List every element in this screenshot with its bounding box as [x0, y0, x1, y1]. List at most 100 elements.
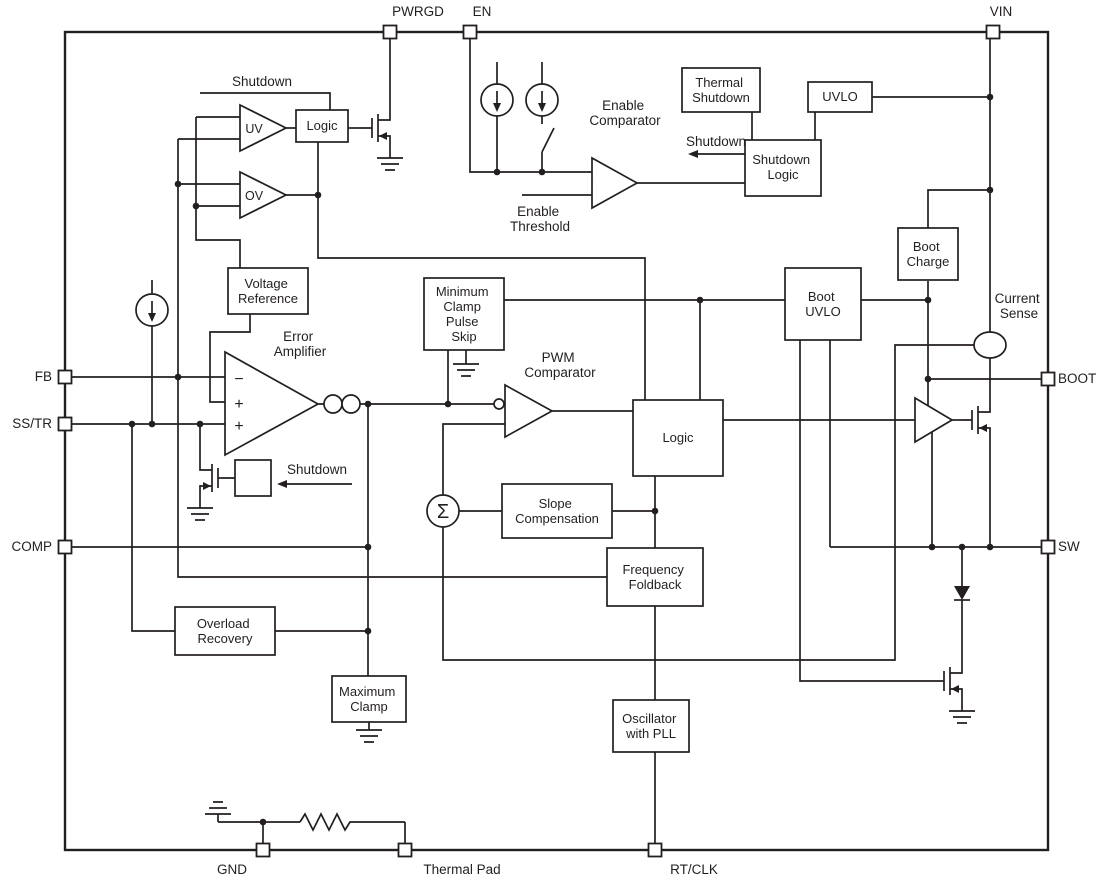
svg-text:Oscillator with PLL: Oscillator with PLL [622, 711, 680, 741]
svg-text:Thermal Shutdown: Thermal Shutdown [692, 75, 750, 105]
svg-text:Frequency Foldback: Frequency Foldback [622, 562, 687, 592]
wire-ssfet [199, 424, 235, 479]
junction-dots [128, 93, 994, 826]
current-sense-element [973, 331, 1007, 359]
pin-sstr [57, 416, 73, 432]
wire-overload-recovery [131, 424, 368, 632]
wire-vref-to-erramp [209, 314, 251, 403]
svg-text:Shutdown Logic: Shutdown Logic [752, 152, 813, 182]
resistor [299, 812, 358, 832]
wire-bootcharge-vin [927, 189, 990, 228]
pin-vin [985, 24, 1001, 40]
block-minimum-clamp: Minimum Clamp Pulse Skip [423, 277, 505, 351]
svg-text:Boot Charge: Boot Charge [907, 239, 950, 269]
ground-icon [355, 721, 383, 743]
pin-label-vin: VIN [990, 4, 1013, 19]
pin-label-en: EN [473, 4, 492, 19]
label-pwm-comparator: PWM Comparator [524, 350, 596, 380]
svg-text:+: + [234, 418, 243, 435]
label-shutdown-pwrgd: Shutdown [232, 74, 292, 89]
pin-label-boot: BOOT [1058, 371, 1096, 386]
svg-text:OV: OV [245, 189, 264, 203]
wire-bottom-gnd-net [218, 821, 406, 843]
pwrgd-mosfet-icon [361, 105, 391, 151]
label-shutdown-broadcast: Shutdown [686, 134, 746, 149]
pin-fb [57, 369, 73, 385]
wires [72, 39, 1042, 843]
svg-text:Voltage Reference: Voltage Reference [238, 276, 298, 306]
wire-bootuvlo-gate [799, 340, 934, 682]
pin-labels: PWRGD EN VIN FB SS/TR COMP BOOT SW GND T… [12, 4, 1097, 877]
wire-reference-sense [195, 116, 241, 268]
enable-current-source-icon [480, 83, 514, 117]
gate-driver [914, 396, 954, 444]
pin-label-sw: SW [1058, 539, 1080, 554]
block-pwrgd-logic: Logic [295, 109, 349, 143]
gm-output-node [323, 394, 343, 414]
ic-boundary [63, 30, 1050, 852]
wire-sigma-to-pwm [442, 423, 505, 495]
shutdown-arrowhead-icon [688, 150, 698, 158]
freewheel-diode-icon [954, 586, 970, 601]
gm-output-node [341, 394, 361, 414]
softstart-current-source-icon [135, 293, 169, 327]
pin-thermal-pad [397, 842, 413, 858]
svg-text:Overload Recovery: Overload Recovery [197, 616, 253, 646]
wire-ov-out [286, 142, 646, 400]
ov-comparator: OV [239, 170, 288, 220]
highside-mosfet-icon [961, 397, 991, 443]
svg-text:Minimum Clamp Puls: Minimum Clamp Pulse Skip [436, 284, 492, 344]
svg-text:Slope Compensation: Slope Compensation [515, 496, 599, 526]
svg-text:Logic: Logic [306, 118, 338, 133]
label-enable-threshold: Enable Threshold [510, 204, 570, 234]
block-boot-uvlo: Boot UVLO [784, 267, 862, 341]
pin-label-gnd: GND [217, 862, 247, 877]
wire-en-isrc2-switch [541, 62, 555, 172]
pin-rtclk [647, 842, 663, 858]
pin-pwrgd [382, 24, 398, 40]
block-boot-charge: Boot Charge [897, 227, 959, 281]
ground-icon [452, 355, 480, 377]
uv-comparator: UV [239, 103, 288, 153]
ground-icon [186, 499, 214, 521]
label-current-sense: Current Sense [995, 291, 1044, 321]
block-uvlo: UVLO [807, 81, 873, 113]
shutdown-ss-arrowhead-icon [277, 480, 287, 488]
label-enable-comparator: Enable Comparator [589, 98, 661, 128]
svg-text:UVLO: UVLO [822, 89, 857, 104]
boot-recharge-mosfet-icon [933, 658, 963, 704]
block-thermal-shutdown: Thermal Shutdown [681, 67, 761, 113]
summing-node: Σ [426, 494, 460, 528]
block-voltage-reference: Voltage Reference [227, 267, 309, 315]
wire-fb-sense [177, 138, 607, 578]
pin-label-fb: FB [35, 369, 52, 384]
block-maximum-clamp: Maximum Clamp [331, 675, 407, 723]
ground-icon [948, 702, 976, 724]
wire-minclamp-to-logic [504, 299, 785, 400]
pwm-input-node [493, 398, 505, 410]
shutdown-pulldown-box [234, 459, 272, 497]
wire-shutdown-to-pwrgd-logic [200, 92, 331, 110]
svg-text:Logic: Logic [662, 430, 694, 445]
pin-label-pwrgd: PWRGD [392, 4, 444, 19]
ground-icon [376, 149, 404, 171]
enable-hysteresis-current-source-icon [525, 83, 559, 117]
pin-comp [57, 539, 73, 555]
pin-sw [1040, 539, 1056, 555]
block-main-logic: Logic [632, 399, 724, 477]
pin-gnd [255, 842, 271, 858]
block-frequency-foldback: Frequency Foldback [606, 547, 704, 607]
wire-currentsense-to-sigma [442, 344, 974, 661]
pin-label-rtclk: RT/CLK [670, 862, 718, 877]
enable-comparator [591, 156, 639, 210]
svg-text:+: + [234, 396, 243, 413]
annotations: Shutdown Enable Comparator Shutdown Enab… [232, 74, 1044, 477]
pin-label-thermal-pad: Thermal Pad [423, 862, 500, 877]
ground-icon [204, 801, 232, 823]
label-error-amplifier: Error Amplifier [274, 329, 327, 359]
wire-en [469, 39, 592, 173]
pwm-comparator [493, 383, 554, 439]
block-shutdown-logic: Shutdown Logic [744, 139, 822, 197]
